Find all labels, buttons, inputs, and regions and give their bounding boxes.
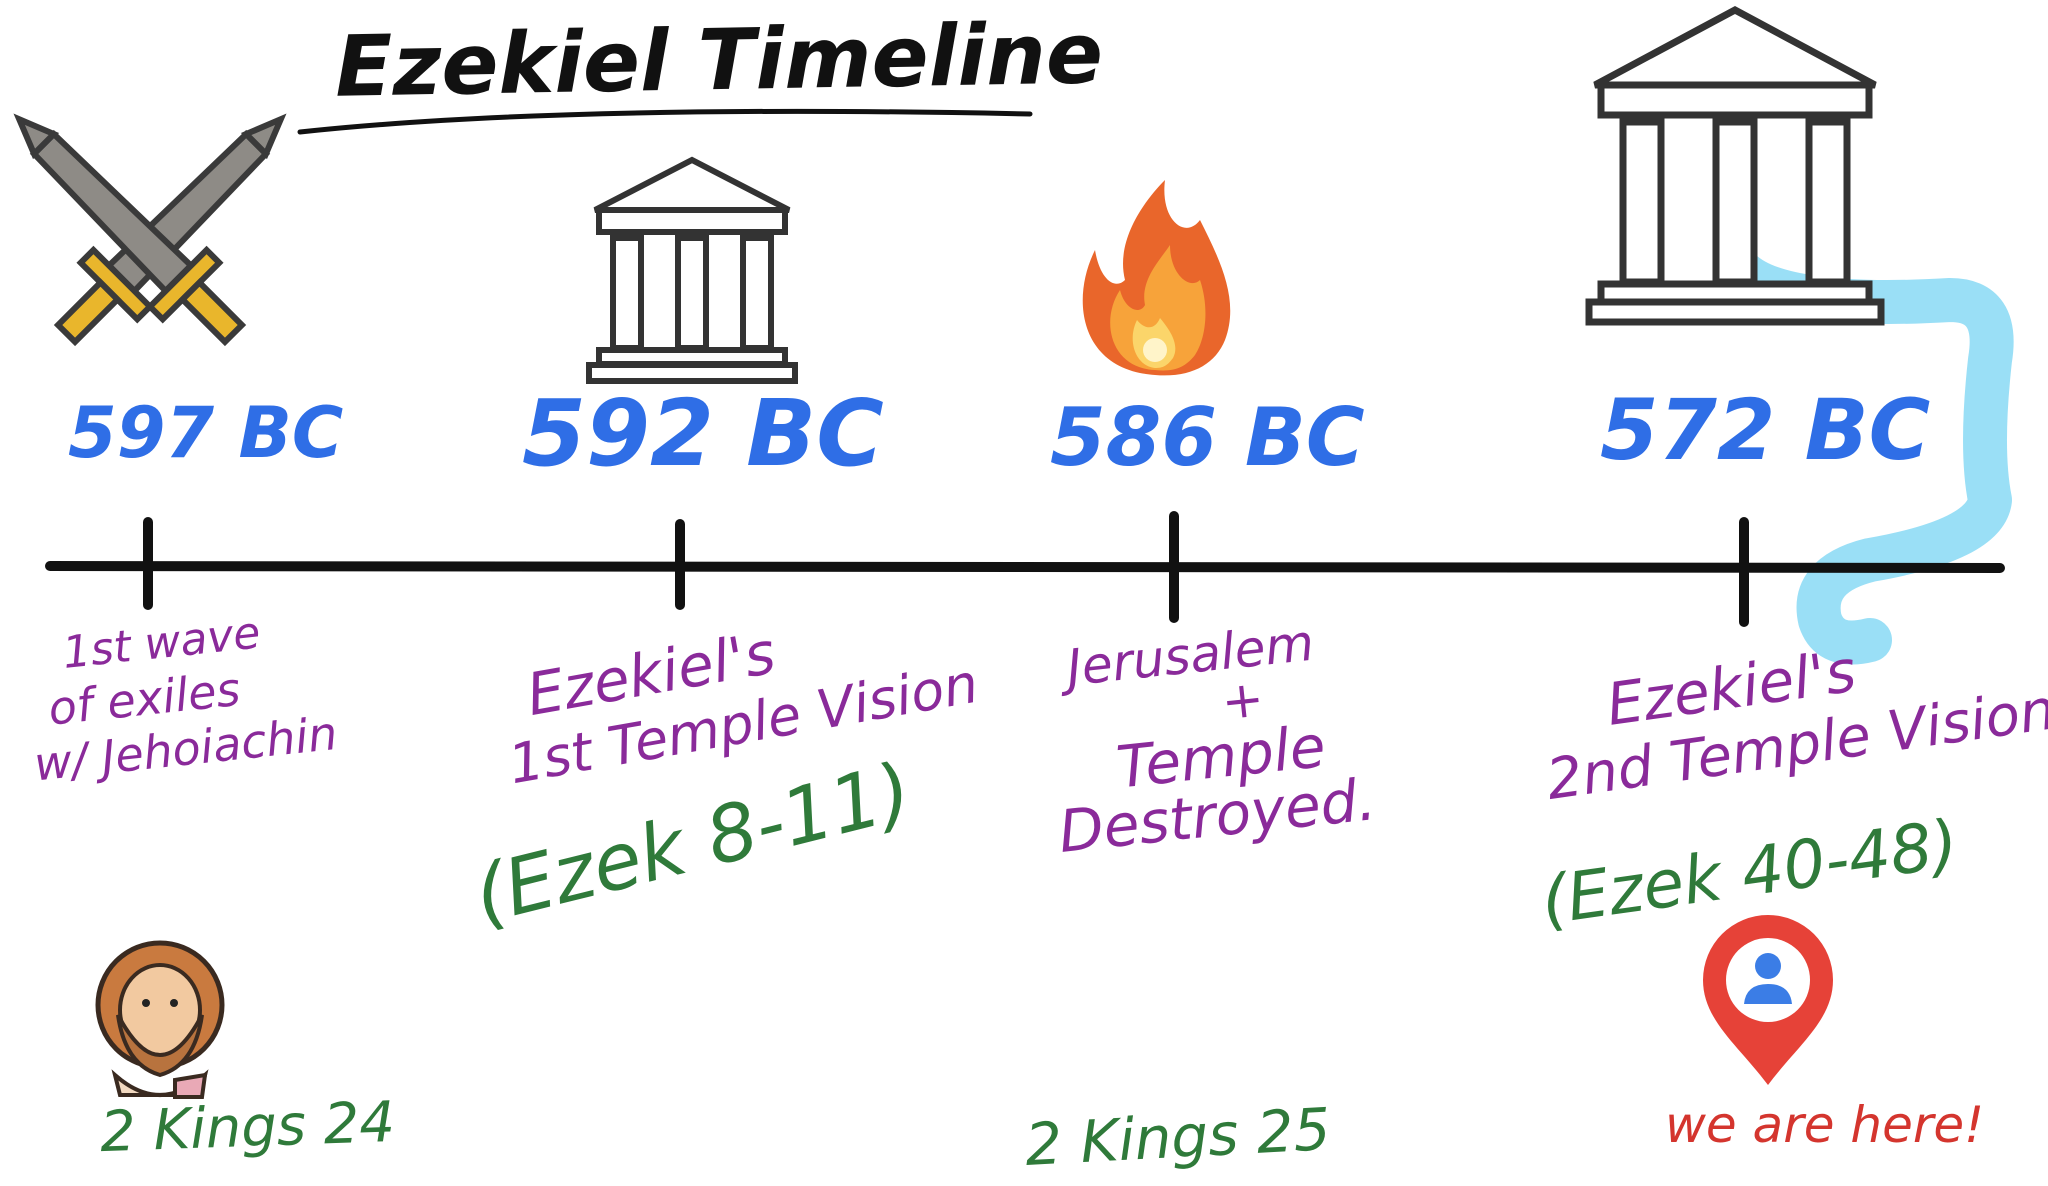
title-underline [297,108,1033,135]
crossed-swords-icon [13,113,287,347]
reference-2-kings-25: 2 Kings 25 [1023,1095,1333,1179]
year-572: 572 BC [1600,381,1931,479]
temple-icon [586,156,798,384]
page-title: Ezekiel Timeline [334,4,1104,116]
we-are-here-label: we are here! [1665,1096,1985,1154]
prophet-avatar-icon [95,940,225,1099]
event-597-description: 1st wave of exiles w/ Jehoiachin [21,605,340,791]
year-597: 597 BC [68,392,344,474]
highlight-stroke [1718,248,2014,665]
location-pin-person-icon [1703,915,1833,1085]
fire-icon [1082,180,1231,376]
year-592: 592 BC [522,380,884,487]
reference-2-kings-24: 2 Kings 24 [98,1089,397,1166]
temple-icon [1585,6,1885,326]
event-586-description: Jerusalem + Temple Destroyed. [1020,613,1379,866]
year-586: 586 BC [1050,391,1365,484]
timeline-axis [45,561,2005,573]
